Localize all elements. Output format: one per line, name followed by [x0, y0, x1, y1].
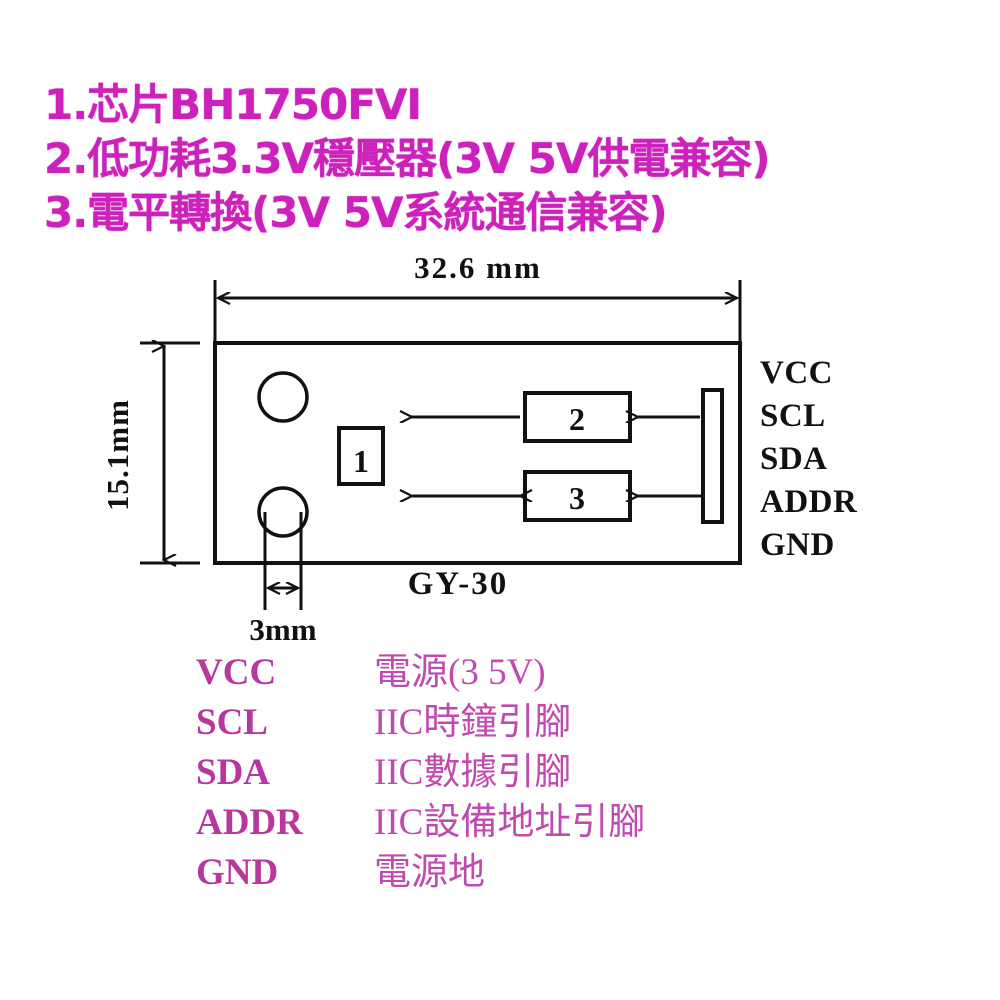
hole-dimension-label: 3mm	[249, 612, 316, 647]
pin-name-vcc: VCC	[196, 652, 277, 693]
table-row: SCL IIC時鐘引腳	[196, 698, 896, 748]
component-marker-2: 2	[569, 401, 585, 437]
component-box-1	[337, 426, 385, 486]
feature-line-1: 1.芯片BH1750FVI	[44, 80, 422, 129]
feature-list: 1.芯片BH1750FVI 2.低功耗3.3V穩壓器(3V 5V供電兼容) 3.…	[44, 78, 984, 240]
pin-name-gnd: GND	[196, 852, 279, 893]
height-dimension-label: 15.1mm	[100, 399, 135, 511]
pin-callout-addr: ADDR	[760, 484, 858, 520]
table-row: ADDR IIC設備地址引腳	[196, 798, 896, 848]
pin-callout-list: VCC SCL SDA ADDR GND	[760, 352, 940, 567]
pin-callout-scl: SCL	[760, 398, 826, 434]
table-row: VCC 電源(3 5V)	[196, 648, 896, 698]
pin-desc-vcc: 電源(3 5V)	[374, 652, 546, 693]
width-dimension-label: 32.6 mm	[414, 250, 542, 285]
pin-callout-gnd: GND	[760, 527, 835, 563]
feature-line-3: 3.電平轉換(3V 5V系統通信兼容)	[44, 188, 668, 237]
pin-callout-vcc: VCC	[760, 355, 833, 391]
pin-name-addr: ADDR	[196, 802, 303, 843]
pin-desc-sda: IIC數據引腳	[374, 752, 572, 793]
feature-line-2: 2.低功耗3.3V穩壓器(3V 5V供電兼容)	[44, 134, 771, 183]
pin-desc-addr: IIC設備地址引腳	[374, 802, 646, 843]
component-marker-1: 1	[353, 443, 369, 479]
dimension-drawing-svg: 32.6 mm 15.1mm 3mm GY-30 1 2 3	[100, 250, 742, 647]
table-row: SDA IIC數據引腳	[196, 748, 896, 798]
component-box-2	[523, 391, 632, 443]
pin-header-strip	[701, 388, 724, 524]
board-part-number: GY-30	[408, 566, 508, 602]
pin-description-table: VCC 電源(3 5V) SCL IIC時鐘引腳 SDA IIC數據引腳 ADD…	[196, 648, 896, 898]
mounting-hole-top	[257, 371, 309, 423]
pin-name-sda: SDA	[196, 752, 271, 793]
table-row: GND 電源地	[196, 848, 896, 898]
pin-callout-sda: SDA	[760, 441, 828, 477]
pin-desc-scl: IIC時鐘引腳	[374, 702, 572, 743]
component-marker-3: 3	[569, 480, 585, 516]
board-dimension-drawing: 32.6 mm 15.1mm 3mm GY-30 1 2 3	[0, 250, 1000, 650]
pin-name-scl: SCL	[196, 702, 268, 743]
mounting-hole-bottom	[257, 486, 309, 538]
pin-desc-gnd: 電源地	[374, 852, 485, 893]
